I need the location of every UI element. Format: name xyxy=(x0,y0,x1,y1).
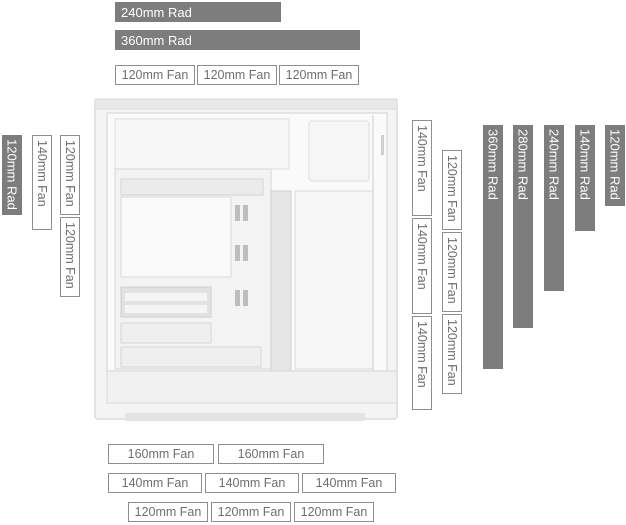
top-rad-240: 240mm Rad xyxy=(115,2,281,22)
front-fan-140-1-label: 140mm Fan xyxy=(415,125,429,192)
bottom-fan-140-1: 140mm Fan xyxy=(108,473,202,493)
front-rad-140-label: 140mm Rad xyxy=(577,129,593,200)
rear-fan-120-b: 120mm Fan xyxy=(60,217,80,297)
front-rad-140: 140mm Rad xyxy=(575,125,595,231)
front-rad-280: 280mm Rad xyxy=(513,125,533,328)
front-rad-360-label: 360mm Rad xyxy=(485,129,501,200)
bottom-fan-140-3: 140mm Fan xyxy=(302,473,396,493)
bottom-fan-120-2: 120mm Fan xyxy=(211,502,291,522)
rear-fan-120-b-label: 120mm Fan xyxy=(63,222,77,289)
front-fan-140-2-label: 140mm Fan xyxy=(415,223,429,290)
rear-fan-120-a: 120mm Fan xyxy=(60,135,80,215)
front-fan-120-3: 120mm Fan xyxy=(442,314,462,394)
front-fan-120-2: 120mm Fan xyxy=(442,232,462,312)
rear-rad-120: 120mm Rad xyxy=(2,135,22,215)
front-fan-140-1: 140mm Fan xyxy=(412,120,432,216)
bottom-fan-120-1: 120mm Fan xyxy=(128,502,208,522)
front-rad-240-label: 240mm Rad xyxy=(546,129,562,200)
front-rad-240: 240mm Rad xyxy=(544,125,564,291)
front-fan-140-3-label: 140mm Fan xyxy=(415,321,429,388)
bottom-fan-120-3: 120mm Fan xyxy=(294,502,374,522)
front-rad-360: 360mm Rad xyxy=(483,125,503,369)
top-rad-360: 360mm Rad xyxy=(115,30,360,50)
front-fan-140-2: 140mm Fan xyxy=(412,218,432,314)
front-fan-120-2-label: 120mm Fan xyxy=(445,237,459,304)
top-fan-3: 120mm Fan xyxy=(279,65,359,85)
rear-fan-120-a-label: 120mm Fan xyxy=(63,140,77,207)
front-fan-120-1-label: 120mm Fan xyxy=(445,155,459,222)
pc-case-illustration xyxy=(94,98,398,421)
top-fan-2: 120mm Fan xyxy=(197,65,277,85)
bottom-fan-160-2: 160mm Fan xyxy=(218,444,324,464)
front-rad-280-label: 280mm Rad xyxy=(515,129,531,200)
rear-fan-140: 140mm Fan xyxy=(32,135,52,230)
front-rad-120-label: 120mm Rad xyxy=(607,129,623,200)
bottom-fan-160-1: 160mm Fan xyxy=(108,444,214,464)
front-rad-120: 120mm Rad xyxy=(605,125,625,206)
rear-rad-120-label: 120mm Rad xyxy=(4,139,20,210)
front-fan-140-3: 140mm Fan xyxy=(412,316,432,410)
rear-fan-140-label: 140mm Fan xyxy=(35,140,49,207)
top-fan-1: 120mm Fan xyxy=(115,65,195,85)
bottom-fan-140-2: 140mm Fan xyxy=(205,473,299,493)
front-fan-120-1: 120mm Fan xyxy=(442,150,462,230)
front-fan-120-3-label: 120mm Fan xyxy=(445,319,459,386)
